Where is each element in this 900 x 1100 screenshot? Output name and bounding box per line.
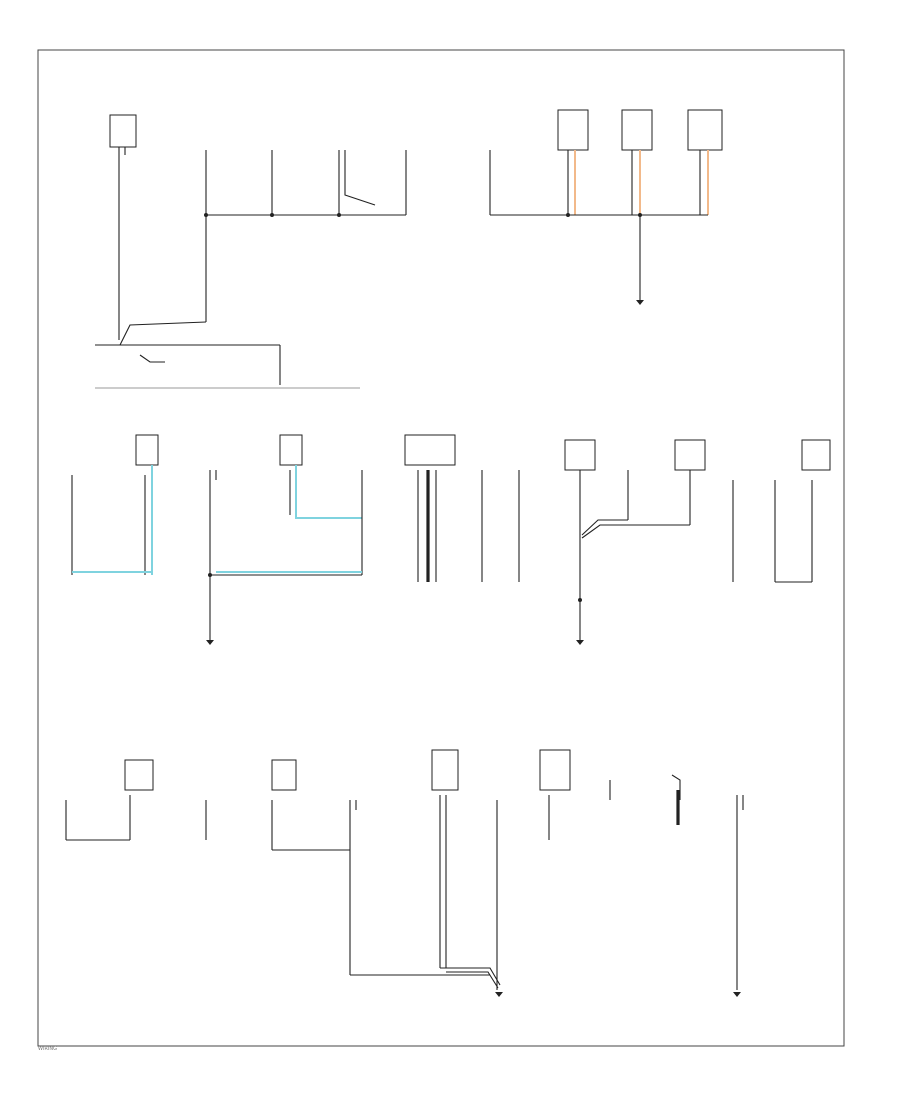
ground-point-1	[636, 300, 644, 305]
component-2-5	[674, 439, 706, 471]
row-1-top-left-group	[95, 114, 407, 389]
component-2-6	[801, 439, 831, 471]
component-2-3	[404, 434, 456, 466]
ground-point-2	[206, 640, 214, 645]
row-2-right-group	[564, 439, 831, 645]
component-3-1	[124, 759, 154, 791]
component-3-4	[539, 749, 571, 791]
component-3-3	[431, 749, 459, 791]
component-2-1	[135, 434, 159, 466]
row-1-top-right-group	[489, 109, 723, 305]
component-1-6	[557, 109, 589, 151]
component-2-2	[279, 434, 303, 466]
row-2-center-left-group	[206, 434, 363, 645]
row-2-left-group	[71, 434, 159, 575]
component-3-2	[271, 759, 297, 791]
page-id-label: WIRING	[38, 1046, 57, 1052]
ground-point-4	[495, 992, 503, 997]
component-1-8	[687, 109, 723, 151]
row-3-left-group	[65, 759, 350, 851]
row-3-center-group	[349, 749, 611, 997]
ground-point-3	[576, 640, 584, 645]
row-2-center-group	[404, 434, 520, 582]
row-3-right-group	[671, 774, 744, 997]
component-1-7	[621, 109, 653, 151]
component-1-1	[109, 114, 137, 148]
ground-point-5	[733, 992, 741, 997]
diagram-border	[37, 49, 845, 1047]
component-2-4	[564, 439, 596, 471]
